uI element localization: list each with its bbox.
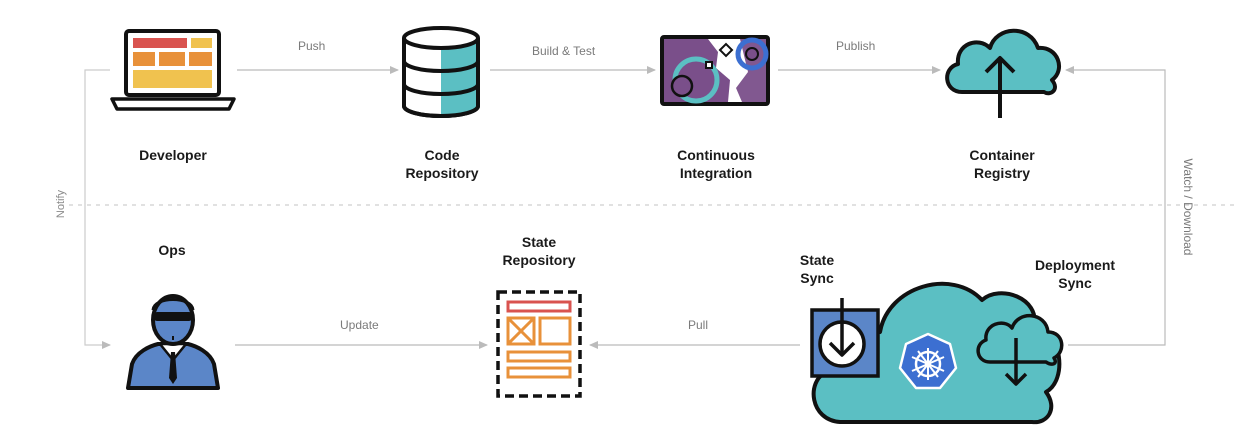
state-repository-label: State Repository (484, 233, 594, 269)
clock-download-icon (810, 298, 880, 378)
document-icon (496, 290, 582, 398)
ops-label-text: Ops (158, 242, 186, 258)
state-sync-label-line1: State (799, 252, 835, 268)
laptop-icon (110, 29, 236, 111)
database-icon (402, 26, 480, 118)
cloud-upload-icon (945, 28, 1061, 118)
ops-person-icon (126, 294, 220, 390)
cloud-download-icon (976, 313, 1064, 386)
continuous-integration-label: Continuous Integration (656, 146, 776, 182)
state-repository-label-line1: State (521, 234, 557, 250)
container-registry-label: Container Registry (946, 146, 1058, 182)
state-sync-label-line2: Sync (800, 270, 834, 286)
pull-edge-label: Pull (688, 318, 709, 332)
code-repository-label-line2: Repository (405, 165, 479, 181)
watch-download-edge-label: Watch / Download (1181, 158, 1195, 256)
deployment-sync-label: Deployment Sync (1020, 256, 1130, 292)
publish-edge-label: Publish (836, 39, 876, 53)
container-registry-label-line1: Container (969, 147, 1035, 163)
deployment-sync-label-line2: Sync (1058, 275, 1092, 291)
push-edge-label: Push (298, 39, 326, 53)
container-registry-label-line2: Registry (973, 165, 1031, 181)
update-edge-label: Update (340, 318, 379, 332)
developer-label-text: Developer (139, 147, 207, 163)
ops-label: Ops (136, 241, 208, 259)
developer-label: Developer (120, 146, 226, 164)
gears-icon (660, 35, 770, 106)
state-sync-label: State Sync (782, 251, 852, 287)
continuous-integration-label-line2: Integration (679, 165, 753, 181)
notify-edge-label: Notify (55, 189, 67, 219)
state-repository-label-line2: Repository (502, 252, 576, 268)
build-test-edge-label: Build & Test (532, 44, 596, 58)
notify-arrow (84, 69, 111, 349)
code-repository-label-line1: Code (424, 147, 460, 163)
deployment-sync-label-line1: Deployment (1034, 257, 1116, 273)
continuous-integration-label-line1: Continuous (677, 147, 755, 163)
watch-download-arrow (1065, 66, 1166, 346)
code-repository-label: Code Repository (386, 146, 498, 182)
